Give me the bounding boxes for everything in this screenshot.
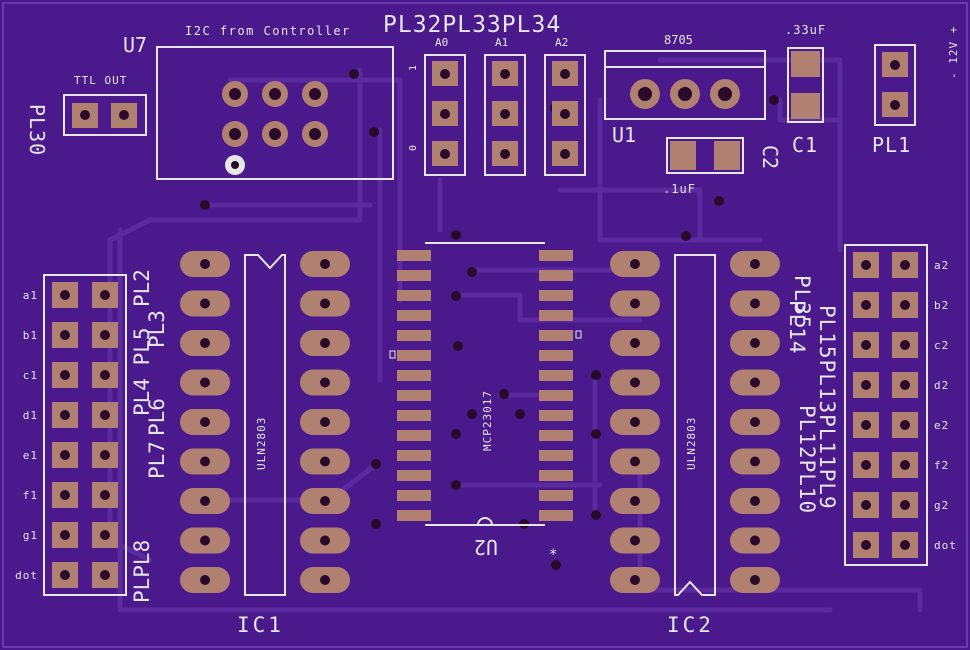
u2-smd-pad: [539, 330, 573, 341]
u2-smd-pad: [539, 450, 573, 461]
capacitor-c1: [787, 47, 824, 123]
left-pin-label: dot: [15, 569, 38, 582]
label-pl-header: PL32PL33PL34: [383, 12, 561, 38]
u2-smd-pad: [397, 310, 431, 321]
label-a2: A2: [555, 36, 568, 49]
label-pl14: PL14: [785, 300, 809, 355]
right-connector-column: [844, 244, 928, 566]
label-pl1: PL1: [872, 133, 911, 157]
u2-smd-pad: [397, 370, 431, 381]
right-pin-label: b2: [934, 299, 949, 312]
label-pl2: PL2: [130, 269, 154, 307]
u2-smd-pad: [539, 430, 573, 441]
u2-smd-pad: [397, 270, 431, 281]
left-pin-label: f1: [23, 489, 38, 502]
u2-smd-pad: [539, 490, 573, 501]
left-pin-label: e1: [23, 449, 38, 462]
right-pin-label: e2: [934, 419, 949, 432]
u2-smd-pad: [397, 430, 431, 441]
u2-smd-pad: [539, 310, 573, 321]
u2-smd-pad: [539, 470, 573, 481]
label-ic1: IC1: [237, 613, 284, 637]
label-uln1: ULN2803: [255, 417, 268, 470]
left-pin-label: g1: [23, 529, 38, 542]
right-pin-label: g2: [934, 499, 949, 512]
u2-smd-pad: [539, 390, 573, 401]
label-pl6: PL6: [145, 398, 169, 436]
left-pin-label: d1: [23, 409, 38, 422]
u2-smd-pad: [397, 350, 431, 361]
right-pin-label: a2: [934, 259, 949, 272]
address-jumpers: [424, 54, 586, 176]
label-c2: C2: [758, 145, 782, 169]
label-right-stack-2: PL12PL10: [795, 405, 819, 514]
u2-smd-pad: [539, 250, 573, 261]
silkscreen-labels: U7 I2C from Controller PL32PL33PL34 A0 A…: [25, 12, 960, 637]
mcp23017-u2: [389, 242, 582, 526]
capacitor-c2: [666, 137, 744, 174]
label-a1: A1: [495, 36, 508, 49]
label-ttl-out: TTL OUT: [74, 74, 127, 87]
label-star: *: [549, 547, 557, 563]
label-jumper-one: 1: [408, 65, 419, 71]
label-pl3: PL3: [145, 310, 169, 348]
u2-smd-pad: [539, 370, 573, 381]
u2-smd-pad: [397, 290, 431, 301]
u2-smd-pad: [397, 410, 431, 421]
ic1-uln2803: [180, 251, 350, 596]
right-pin-label: d2: [934, 379, 949, 392]
label-u7: U7: [123, 33, 147, 57]
ttl-out-connector: [63, 94, 147, 136]
u7-pads: [222, 81, 328, 175]
label-right-stack: PL15PL13PL11PL9: [815, 305, 839, 510]
u2-smd-pad: [539, 350, 573, 361]
label-pl7: PL7: [145, 441, 169, 479]
u7-connector: [156, 46, 394, 180]
label-c2-value: .1uF: [663, 182, 696, 196]
u2-smd-pad: [539, 290, 573, 301]
copper-traces: [107, 57, 923, 613]
u2-smd-pad: [539, 510, 573, 521]
label-8705: 8705: [664, 33, 693, 47]
right-pin-label: dot: [934, 539, 957, 552]
left-pin-label: c1: [23, 369, 38, 382]
left-pin-label: a1: [23, 289, 38, 302]
right-pin-label: c2: [934, 339, 949, 352]
label-c1: C1: [792, 133, 818, 157]
ic2-uln2803: [610, 251, 780, 596]
label-a0: A0: [435, 36, 448, 49]
u2-smd-pad: [397, 390, 431, 401]
power-connector-pl1: [874, 44, 916, 126]
u2-smd-pad: [397, 470, 431, 481]
vias: [200, 69, 779, 570]
label-ic2: IC2: [667, 613, 714, 637]
label-i2c: I2C from Controller: [185, 24, 351, 38]
u2-smd-pad: [539, 410, 573, 421]
right-pin-label: f2: [934, 459, 949, 472]
label-u1: U1: [612, 123, 636, 147]
u2-smd-pad: [397, 510, 431, 521]
label-uln2: ULN2803: [685, 417, 698, 470]
label-mcp: MCP23017: [481, 390, 494, 451]
label-pl35: PL35: [790, 275, 814, 330]
left-connector-column: [43, 274, 127, 596]
regulator-u1: [604, 50, 766, 120]
u2-smd-pad: [397, 490, 431, 501]
label-u2: U2: [474, 535, 498, 559]
u2-smd-pad: [397, 330, 431, 341]
left-pin-label: b1: [23, 329, 38, 342]
label-jumper-zero: 0: [408, 145, 419, 151]
u2-smd-pad: [397, 250, 431, 261]
label-pl4-pl5: PL4 PL5: [130, 327, 154, 416]
u2-smd-pad: [539, 270, 573, 281]
label-pl30: PL30: [25, 104, 49, 156]
label-c1-value: .33uF: [785, 23, 826, 37]
u2-smd-pad: [397, 450, 431, 461]
label-pl8: PLPL8: [130, 540, 154, 603]
label-12v: - 12V +: [947, 26, 960, 79]
